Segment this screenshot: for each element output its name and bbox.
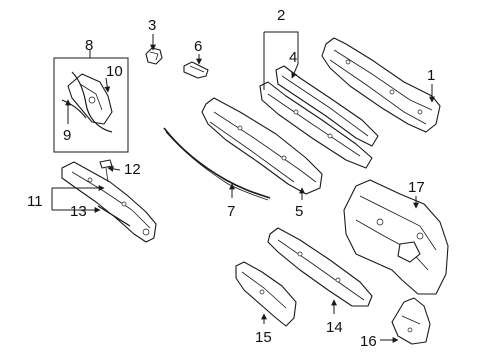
callout-10: 10 (106, 63, 123, 80)
part-15-lower-bracket (235, 261, 297, 327)
callout-1: 1 (427, 67, 435, 84)
callout-labels: 1 2 3 4 5 6 7 8 9 10 11 12 13 14 15 16 1… (27, 7, 435, 350)
part-17-dash-insulator (343, 179, 449, 295)
leader-lines (51, 31, 435, 343)
part-3-clip (145, 47, 163, 65)
part-2-cowl-assembly (259, 81, 373, 169)
part-14-lower-cowl (267, 227, 373, 307)
callout-13: 13 (70, 203, 87, 220)
callout-11: 11 (27, 193, 43, 210)
part-13-rod (97, 205, 131, 227)
part-11-side-bracket (61, 161, 157, 243)
callout-17: 17 (408, 179, 425, 196)
callout-4: 4 (289, 49, 297, 66)
part-4-cowl-top-strip (275, 65, 379, 147)
callout-12: 12 (124, 161, 141, 178)
part-5-cowl-top-panel (201, 97, 323, 195)
part-8-kit-box (53, 57, 129, 153)
part-16-small-bracket (391, 297, 431, 345)
callout-9: 9 (63, 127, 71, 144)
part-1-dash-upper-reinforcement (321, 37, 441, 133)
part-7-weatherstrip (163, 127, 271, 201)
callout-7: 7 (227, 203, 235, 220)
callout-8: 8 (85, 37, 93, 54)
callout-3: 3 (148, 17, 156, 34)
callout-16: 16 (360, 333, 377, 350)
part-6-plug (183, 61, 209, 79)
callout-15: 15 (255, 329, 272, 346)
callout-6: 6 (194, 38, 202, 55)
callout-5: 5 (295, 203, 303, 220)
callout-2: 2 (277, 7, 285, 24)
callout-14: 14 (326, 319, 343, 336)
